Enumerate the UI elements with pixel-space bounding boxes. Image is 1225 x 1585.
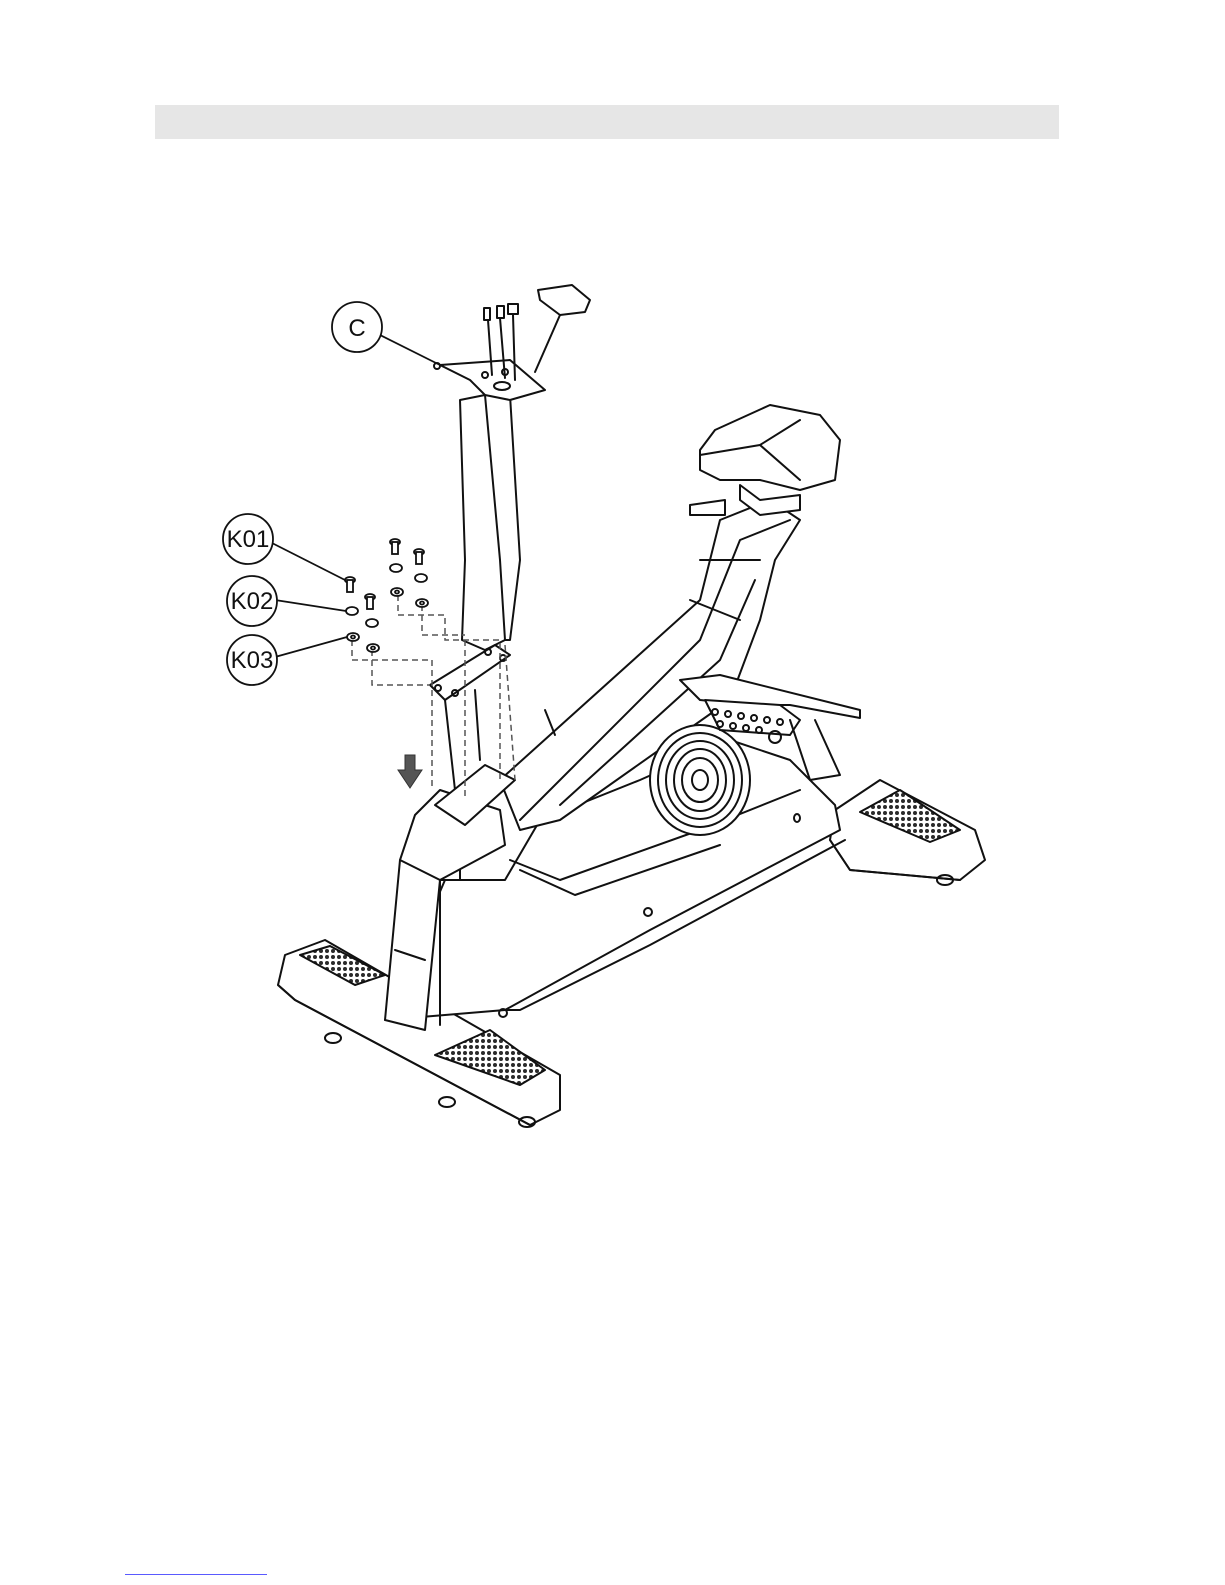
down-arrow-icon <box>398 755 422 788</box>
bolt-k01-c <box>345 577 355 592</box>
bolt-k01-a <box>390 539 400 554</box>
flat-washer-k03-a <box>391 588 403 596</box>
callout-c: C <box>332 302 440 365</box>
hardware-set <box>345 539 428 652</box>
callout-k03: K03 <box>227 635 347 685</box>
callout-c-label: C <box>348 315 365 342</box>
footer-link-underline[interactable] <box>125 1574 267 1575</box>
lock-washer-k02-a <box>390 564 402 572</box>
lock-washer-k02-d <box>366 619 378 627</box>
console-mast-part-c <box>430 285 590 790</box>
callout-k02: K02 <box>227 576 346 626</box>
callout-k01-label: K01 <box>227 526 270 553</box>
bolt-k01-b <box>414 549 424 564</box>
flat-washer-k03-d <box>367 644 379 652</box>
callout-k02-label: K02 <box>231 588 274 615</box>
flat-washer-k03-c <box>347 633 359 641</box>
bolt-k01-d <box>365 594 375 609</box>
bike-base-frame <box>278 740 985 1127</box>
lock-washer-k02-b <box>415 574 427 582</box>
lock-washer-k02-c <box>346 607 358 615</box>
flat-washer-k03-b <box>416 599 428 607</box>
callout-k03-label: K03 <box>231 647 274 674</box>
seat <box>690 405 840 515</box>
flywheel <box>650 725 750 835</box>
callout-k01: K01 <box>223 514 345 580</box>
